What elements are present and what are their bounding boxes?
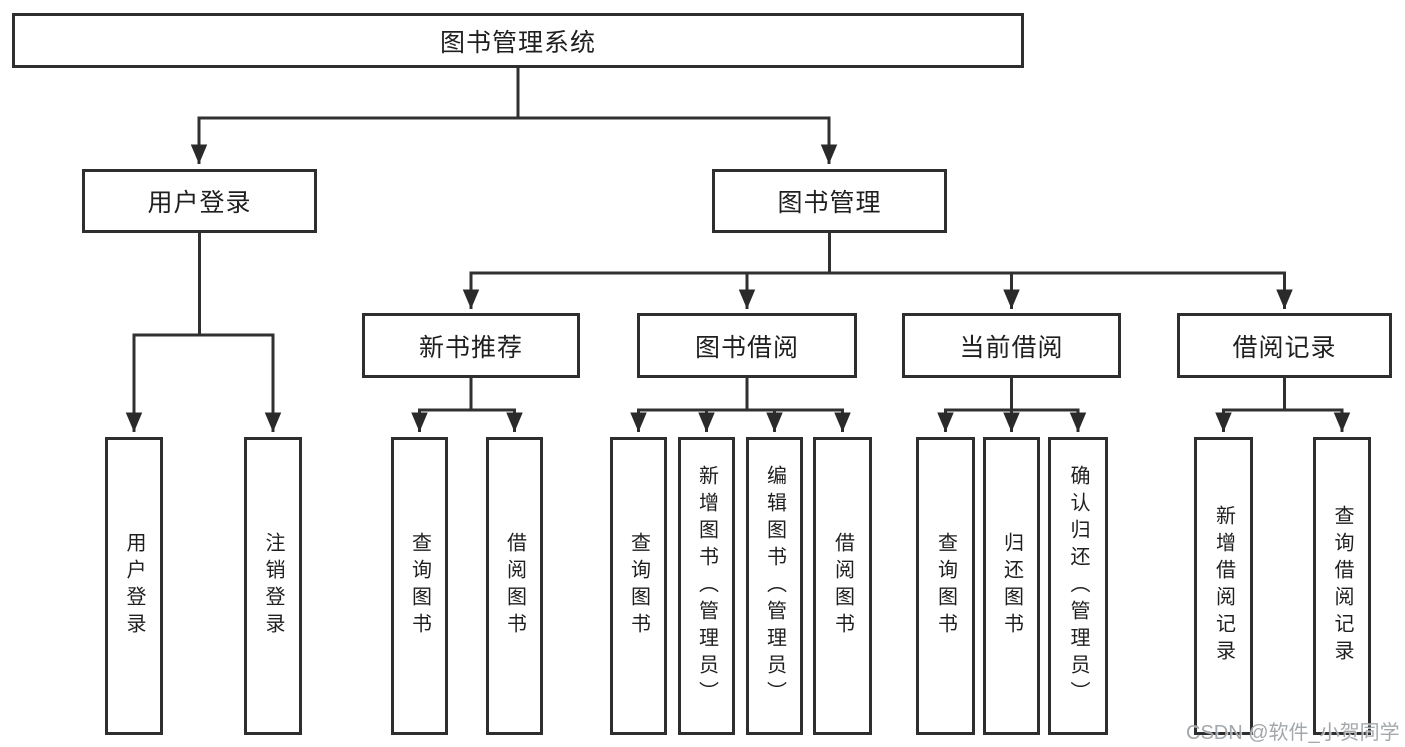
- node-library-system: 图书管理系统: [12, 13, 1024, 68]
- node-borrow-borrow-books-label: 借阅图书: [831, 532, 854, 640]
- node-add-borrow-record: 新增借阅记录: [1194, 437, 1253, 735]
- node-user-login: 用户登录: [82, 169, 317, 233]
- node-current-borrowing: 当前借阅: [902, 313, 1121, 378]
- node-new-book-recommendation-label: 新书推荐: [418, 333, 523, 362]
- node-return-books: 归还图书: [983, 437, 1040, 735]
- node-recommend-query-books-label: 查询图书: [408, 532, 431, 640]
- node-book-borrowing-label: 图书借阅: [694, 333, 799, 362]
- node-borrow-query-books-label: 查询图书: [627, 532, 650, 640]
- node-book-borrowing: 图书借阅: [637, 313, 857, 378]
- node-current-query-books: 查询图书: [916, 437, 975, 735]
- node-user-login-action-label: 用户登录: [123, 532, 145, 640]
- node-book-management-label: 图书管理: [777, 189, 882, 217]
- node-book-management: 图书管理: [712, 169, 947, 233]
- node-confirm-return-admin-label: 确认归还（管理员）: [1067, 464, 1089, 708]
- node-borrowing-records-label: 借阅记录: [1232, 333, 1337, 362]
- node-edit-books-admin-label: 编辑图书（管理员）: [763, 464, 786, 708]
- node-add-books-admin: 新增图书（管理员）: [678, 437, 735, 735]
- node-current-borrowing-label: 当前借阅: [959, 333, 1064, 362]
- node-new-book-recommendation: 新书推荐: [362, 313, 580, 378]
- node-recommend-query-books: 查询图书: [391, 437, 448, 735]
- node-confirm-return-admin: 确认归还（管理员）: [1048, 437, 1108, 735]
- node-add-books-admin-label: 新增图书（管理员）: [695, 464, 718, 708]
- node-add-borrow-record-label: 新增借阅记录: [1212, 505, 1235, 667]
- node-library-system-label: 图书管理系统: [439, 28, 596, 57]
- node-user-login-action: 用户登录: [105, 437, 163, 735]
- csdn-watermark: CSDN @软件_小贺同学: [1186, 722, 1400, 744]
- node-query-borrow-record-label: 查询借阅记录: [1331, 505, 1353, 667]
- node-borrow-query-books: 查询图书: [610, 437, 667, 735]
- node-recommend-borrow-books-label: 借阅图书: [503, 532, 526, 640]
- node-borrowing-records: 借阅记录: [1177, 313, 1392, 378]
- node-recommend-borrow-books: 借阅图书: [486, 437, 543, 735]
- node-return-books-label: 归还图书: [1000, 532, 1023, 640]
- node-borrow-borrow-books: 借阅图书: [813, 437, 872, 735]
- node-query-borrow-record: 查询借阅记录: [1313, 437, 1371, 735]
- node-logout-action: 注销登录: [244, 437, 302, 735]
- node-edit-books-admin: 编辑图书（管理员）: [746, 437, 803, 735]
- node-user-login-label: 用户登录: [147, 189, 252, 217]
- node-logout-action-label: 注销登录: [262, 532, 284, 640]
- node-current-query-books-label: 查询图书: [934, 532, 957, 640]
